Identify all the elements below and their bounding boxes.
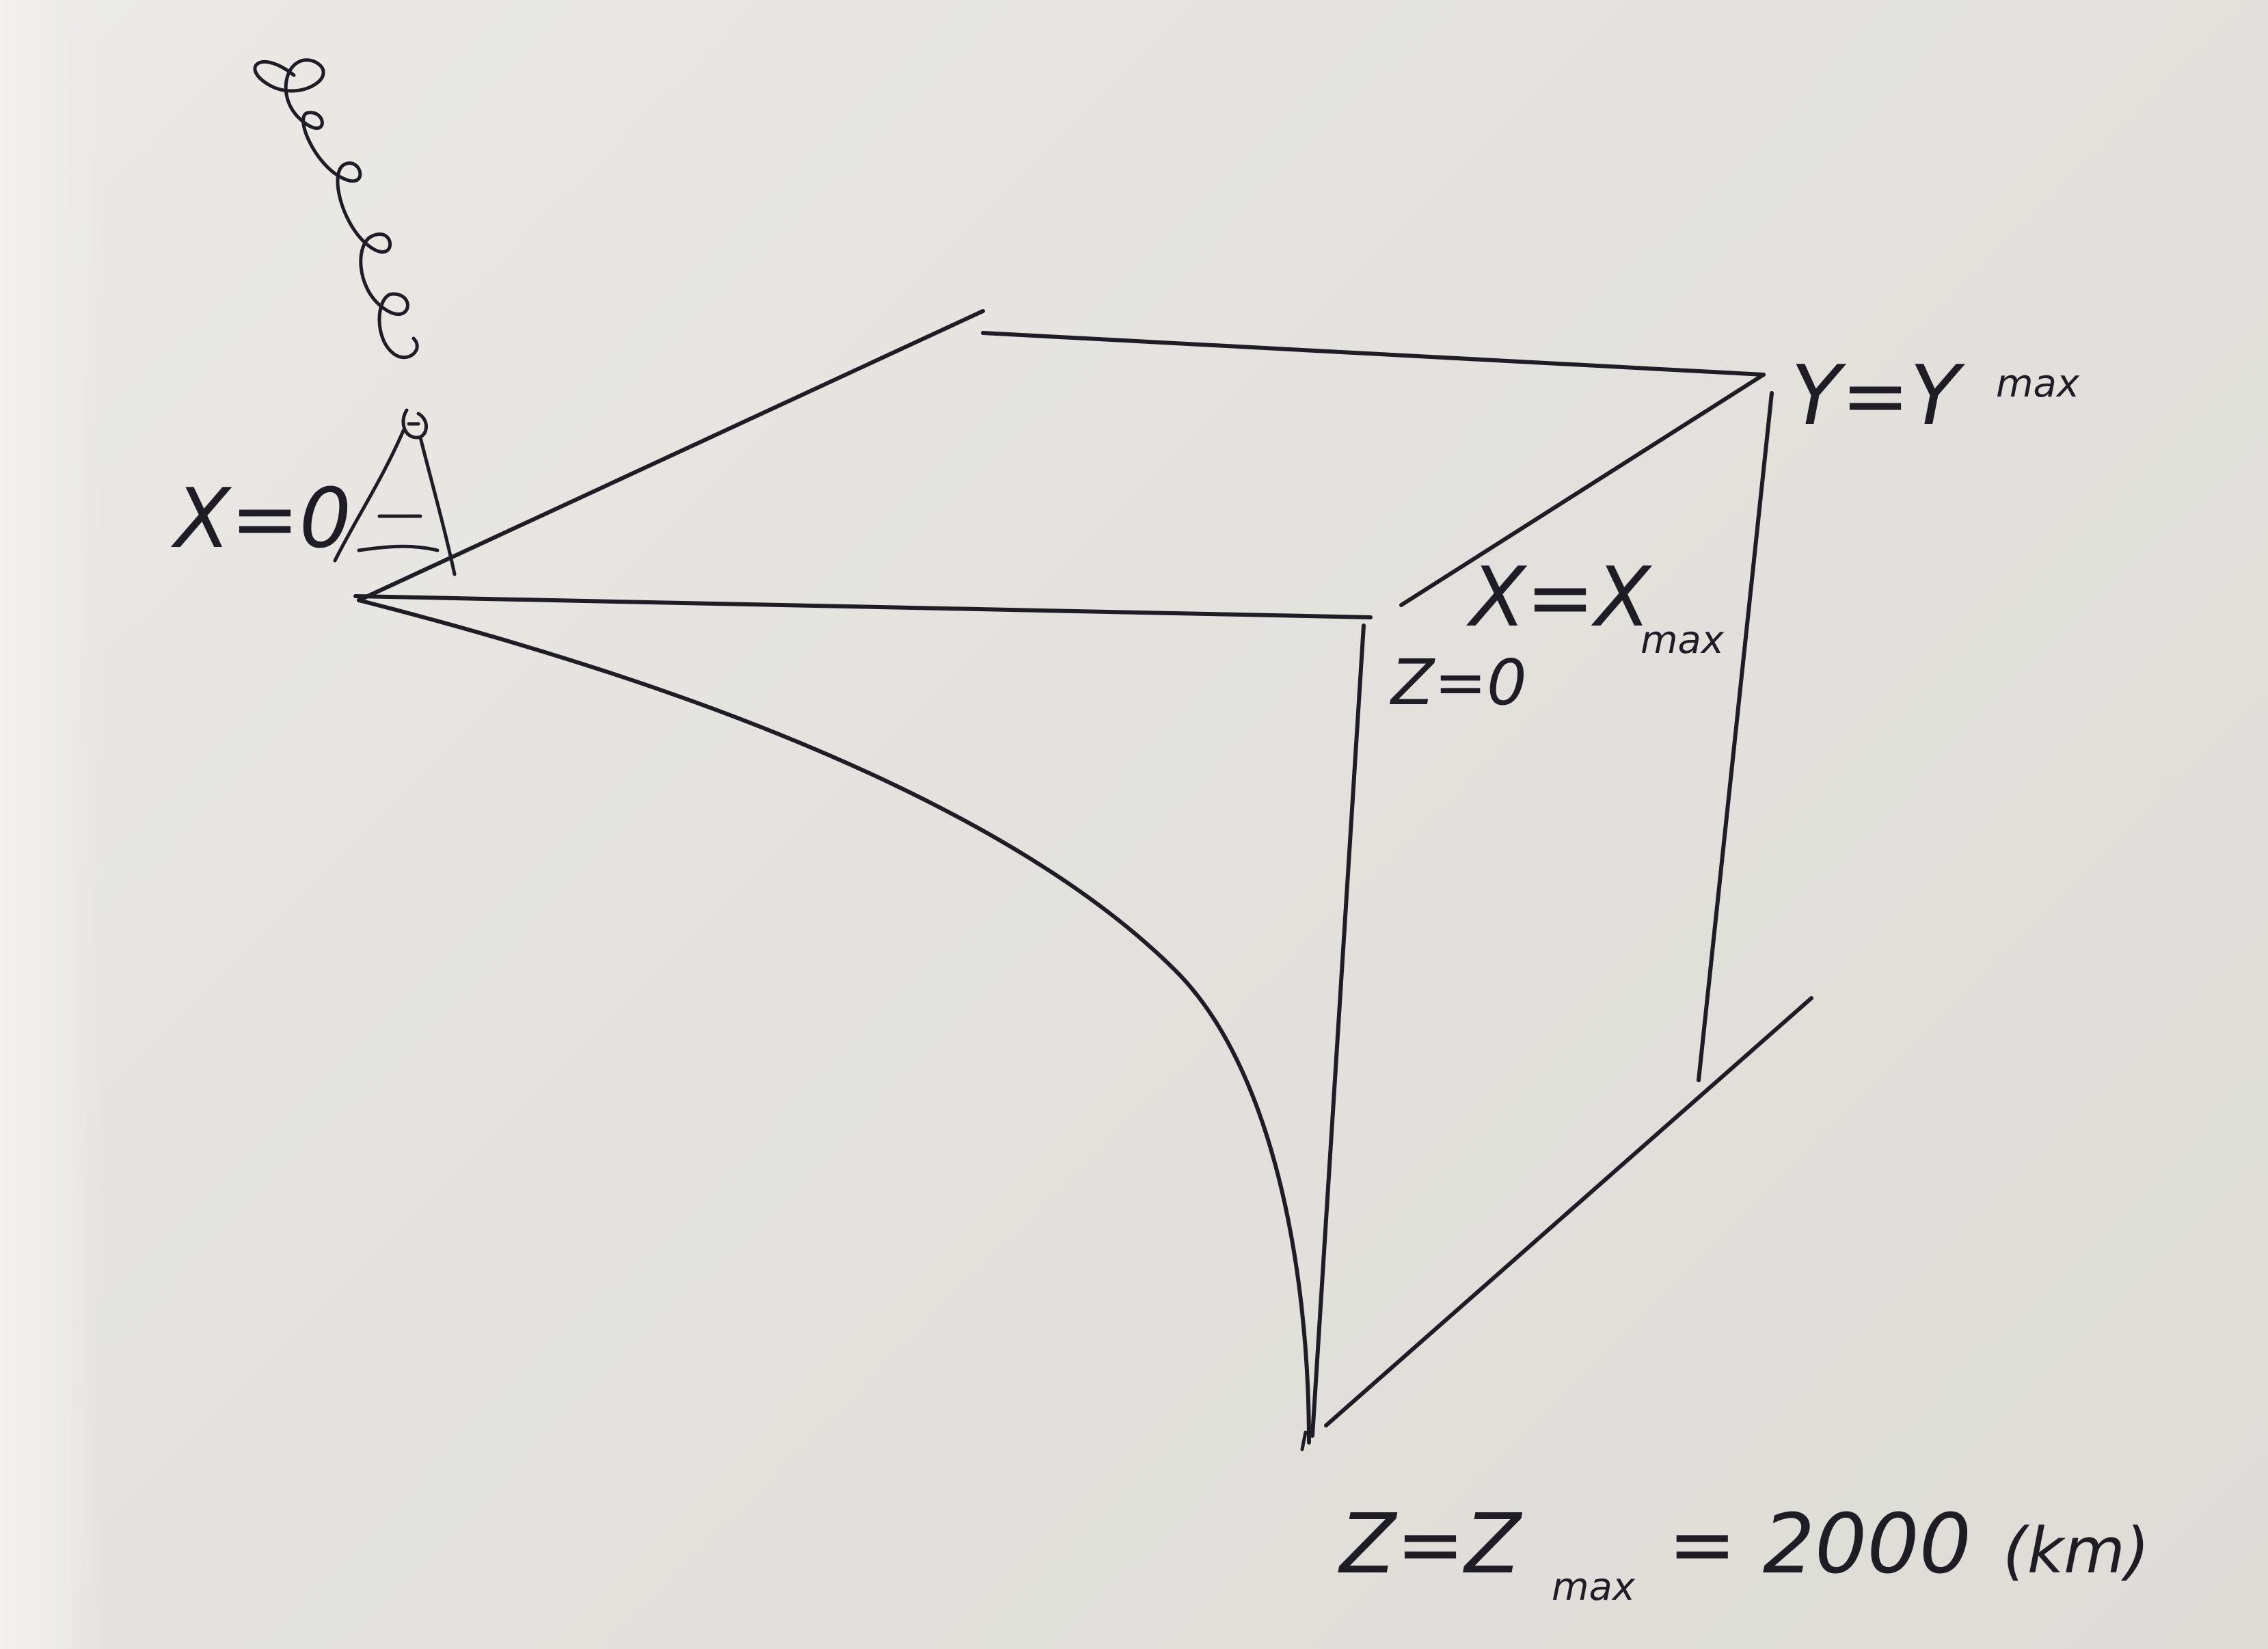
y-max-label: Y=Y	[1791, 349, 1966, 444]
eye-icon	[333, 408, 457, 576]
squiggle-line	[253, 58, 419, 360]
x-zero-label: X=0	[170, 472, 351, 567]
x-max-subscript: max	[1641, 618, 1725, 662]
x-max-label: X=X	[1466, 550, 1653, 645]
cube-edges	[353, 309, 1813, 1451]
z-max-subscript: max	[1552, 1565, 1636, 1609]
paper-edge	[0, 0, 103, 1649]
y-max-subscript: max	[1996, 362, 2080, 406]
z-max-label: Z=Z	[1338, 1497, 1523, 1592]
z-zero-label: Z=0	[1389, 646, 1527, 719]
z-max-unit: (km)	[2003, 1514, 2150, 1587]
z-max-value: = 2000	[1668, 1497, 1971, 1592]
